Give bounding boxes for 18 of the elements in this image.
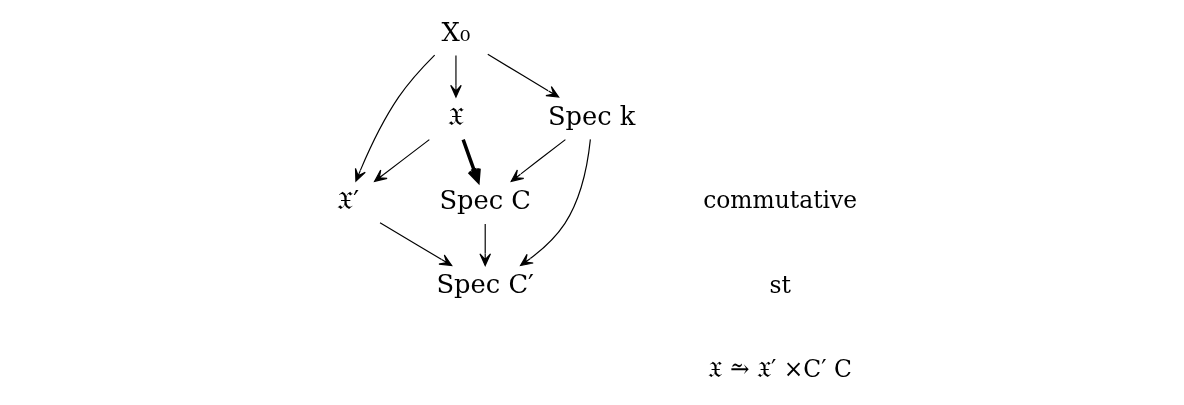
arrow [479,223,492,267]
node-text: X₀ [441,16,471,47]
arrow [487,53,560,98]
node-text: Spec C′ [436,269,534,300]
node-text: Spec C [439,185,532,216]
label: st [769,270,791,299]
node-text: Spec k [547,100,636,131]
arrow [520,138,591,267]
node-text: 𝔛 [447,100,464,131]
node-text: 𝔛′ [337,185,360,216]
arrow [374,139,430,182]
arrow [450,54,462,98]
arrow [510,139,566,182]
label: 𝔛 ⥲ 𝔛′ ×C′ C [708,354,852,383]
arrow [354,54,436,182]
arrow [379,222,453,267]
arrow [461,139,481,184]
label: commutative [703,186,858,215]
